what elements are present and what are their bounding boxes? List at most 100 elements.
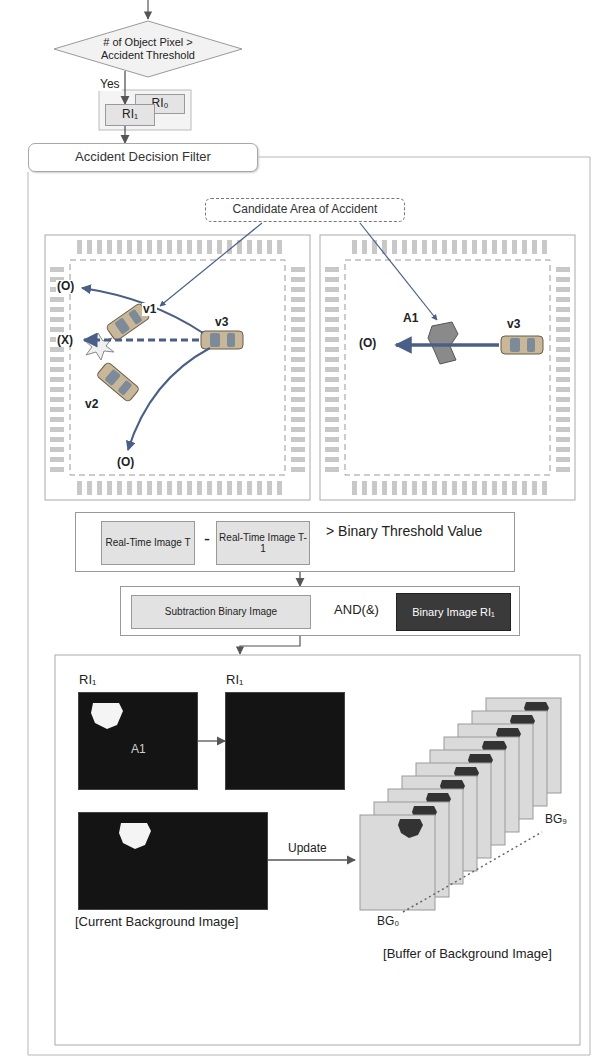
crosswalk-stripe: [277, 481, 282, 495]
crosswalk-stripe: [50, 457, 64, 462]
crosswalk-stripe: [187, 240, 192, 254]
operation-box: -> Binary Threshold ValueReal-Time Image…: [75, 512, 515, 572]
crosswalk-stripe: [50, 377, 64, 382]
crosswalk-stripe: [325, 367, 339, 372]
callout-label: v3: [506, 318, 521, 331]
crosswalk-stripe: [50, 317, 64, 322]
crosswalk-stripe: [291, 357, 305, 362]
crosswalk-stripe: [291, 327, 305, 332]
crosswalk-stripe: [492, 240, 497, 254]
crosswalk-stripe: [556, 317, 570, 322]
crosswalk-stripe: [50, 357, 64, 362]
candidate-area-dashed: [345, 260, 550, 475]
crosswalk-stripe: [542, 481, 547, 495]
node-text: Real-Time Image T: [105, 537, 190, 549]
intersection-panel: [320, 235, 575, 500]
crosswalk-stripe: [50, 267, 64, 272]
crosswalk-stripe: [556, 387, 570, 392]
incoming-arrow: [147, 0, 148, 19]
candidate-leader: [160, 223, 262, 306]
crosswalk-stripe: [267, 240, 272, 254]
crosswalk-stripe: [502, 240, 507, 254]
flow-arrow: [268, 859, 355, 860]
crosswalk-stripe: [97, 481, 102, 495]
crosswalk-stripe: [325, 297, 339, 302]
edge-label: Yes: [98, 78, 122, 91]
flow-arrow: [124, 126, 125, 143]
crosswalk-stripe: [556, 307, 570, 312]
crosswalk-stripe: [325, 427, 339, 432]
callout-label: A1: [402, 312, 419, 325]
crosswalk-stripe: [50, 307, 64, 312]
crosswalk-stripe: [291, 417, 305, 422]
crosswalk-stripe: [556, 467, 570, 472]
crosswalk-stripe: [556, 297, 570, 302]
image-box: RI₁: [105, 104, 155, 126]
flow-arrow: [198, 740, 225, 741]
crosswalk-stripe: [127, 481, 132, 495]
crosswalk-stripe: [325, 307, 339, 312]
node-text: A1: [131, 743, 146, 757]
node-text: Accident Decision Filter: [75, 150, 211, 165]
callout-label: (O): [116, 456, 135, 469]
crosswalk-stripe: [556, 277, 570, 282]
crosswalk-stripe: [291, 307, 305, 312]
crosswalk-stripe: [556, 397, 570, 402]
crash-burst: [84, 333, 114, 360]
crosswalk-stripe: [325, 467, 339, 472]
crosswalk-stripe: [177, 481, 182, 495]
candidate-leader: [360, 223, 437, 320]
node-text: Subtraction Binary Image: [165, 606, 277, 618]
crosswalk-stripe: [197, 240, 202, 254]
avoid-path-arrow: [128, 348, 210, 450]
frame-blob: [398, 819, 423, 838]
crosswalk-stripe: [542, 240, 547, 254]
crosswalk-stripe: [352, 240, 357, 254]
callout-label: v1: [142, 303, 157, 316]
crosswalk-stripe: [512, 240, 517, 254]
crosswalk-stripe: [556, 357, 570, 362]
operation-box: AND(&)Subtraction Binary ImageBinary Ima…: [120, 586, 520, 636]
callout-box: Candidate Area of Accident: [205, 198, 405, 222]
image-group-frame: [99, 90, 191, 130]
crosswalk-stripe: [291, 377, 305, 382]
crosswalk-stripe: [167, 481, 172, 495]
crosswalk-stripe: [556, 267, 570, 272]
node-text: AND(&): [319, 603, 394, 618]
crosswalk-stripe: [522, 240, 527, 254]
node-text: -: [198, 529, 216, 550]
crosswalk-stripe: [217, 481, 222, 495]
crosswalk-stripe: [147, 240, 152, 254]
crosswalk-stripe: [237, 481, 242, 495]
image-panel: RI₁: [225, 692, 345, 790]
crosswalk-stripe: [50, 427, 64, 432]
path-arrow: [396, 343, 499, 347]
edge-label: Update: [286, 842, 329, 855]
crosswalk-stripe: [291, 347, 305, 352]
accident-area-a1: [428, 322, 458, 364]
node-text: RI₁: [122, 108, 138, 122]
vehicle-v3: [201, 331, 243, 349]
crosswalk-stripe: [291, 427, 305, 432]
crosswalk-stripe: [291, 457, 305, 462]
crosswalk-stripe: [291, 447, 305, 452]
node-text: RI₁: [226, 673, 243, 688]
object-blob: [79, 693, 197, 789]
crosswalk-stripe: [207, 481, 212, 495]
image-box: Subtraction Binary Image: [131, 595, 311, 629]
crosswalk-stripe: [97, 240, 102, 254]
background-frame: [360, 815, 435, 910]
callout-label: (O): [56, 280, 75, 293]
crosswalk-stripe: [556, 407, 570, 412]
crosswalk-stripe: [325, 277, 339, 282]
crosswalk-stripe: [50, 347, 64, 352]
crosswalk-stripe: [137, 240, 142, 254]
crosswalk-stripe: [77, 240, 82, 254]
crosswalk-stripe: [50, 447, 64, 452]
crosswalk-stripe: [291, 287, 305, 292]
crosswalk-stripe: [87, 481, 92, 495]
crosswalk-stripe: [556, 347, 570, 352]
crosswalk-stripe: [392, 240, 397, 254]
node-text: Candidate Area of Accident: [233, 203, 378, 217]
crosswalk-stripe: [392, 481, 397, 495]
